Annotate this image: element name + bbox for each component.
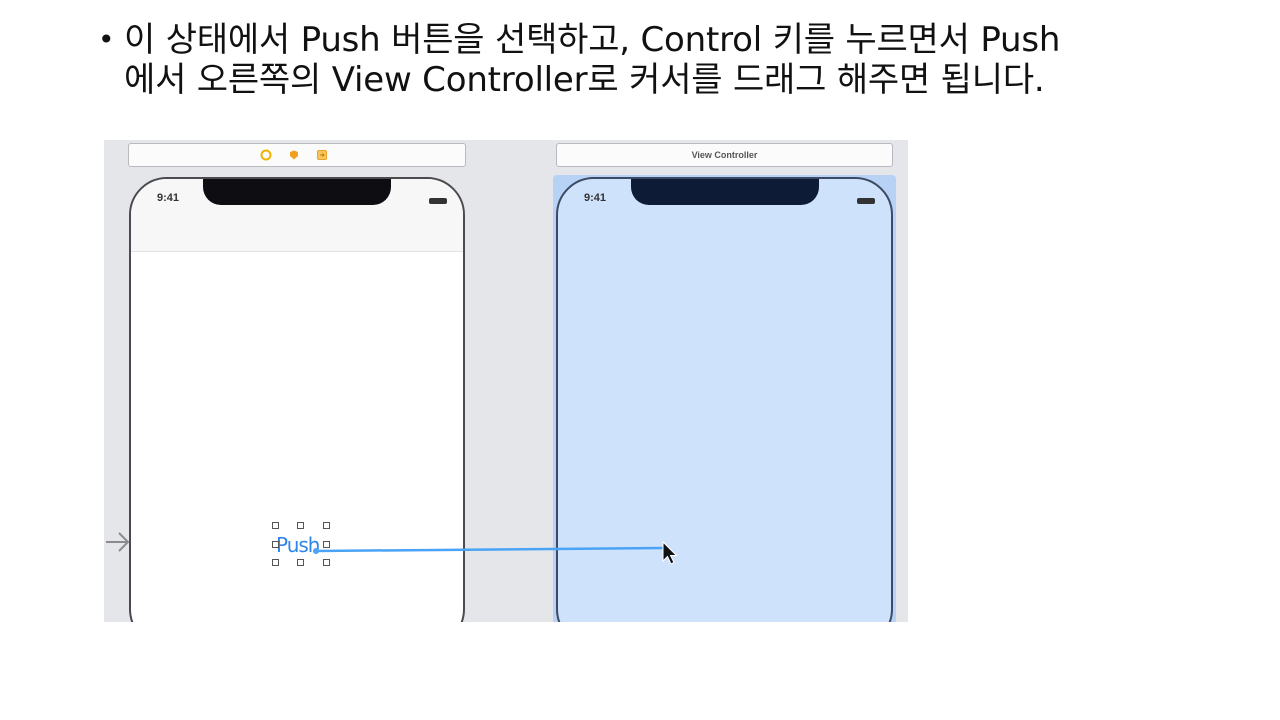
selection-handle[interactable] xyxy=(323,541,330,548)
view-controller-icon[interactable] xyxy=(260,149,272,161)
battery-icon xyxy=(857,198,875,204)
status-time: 9:41 xyxy=(584,192,607,204)
selection-handle[interactable] xyxy=(272,541,279,548)
storyboard-canvas[interactable]: View Controller 9:41 9:41 Push xyxy=(104,140,908,622)
push-button-label: Push xyxy=(276,533,320,557)
scene-title: View Controller xyxy=(691,150,758,160)
right-view-controller-screen[interactable]: 9:41 xyxy=(556,177,893,622)
selection-handle[interactable] xyxy=(323,522,330,529)
selection-handle[interactable] xyxy=(272,559,279,566)
exit-icon[interactable] xyxy=(316,149,328,161)
right-scene-dock[interactable]: View Controller xyxy=(556,143,893,167)
selection-handle[interactable] xyxy=(297,522,304,529)
instruction-line-1: 이 상태에서 Push 버튼을 선택하고, Control 키를 누르면서 Pu… xyxy=(124,20,1061,60)
device-notch xyxy=(630,179,819,205)
slide-instruction: • 이 상태에서 Push 버튼을 선택하고, Control 키를 누르면서 … xyxy=(98,20,1218,100)
battery-icon xyxy=(429,198,447,204)
instruction-line-2: 에서 오른쪽의 View Controller로 커서를 드래그 해주면 됩니다… xyxy=(124,60,1045,100)
selection-handle[interactable] xyxy=(297,559,304,566)
device-notch xyxy=(203,179,391,205)
bullet-marker: • xyxy=(98,23,115,56)
status-time: 9:41 xyxy=(157,192,180,204)
left-scene-dock[interactable] xyxy=(128,143,466,167)
left-view-controller-screen[interactable]: 9:41 xyxy=(129,177,465,622)
selection-handle[interactable] xyxy=(323,559,330,566)
push-button[interactable]: Push xyxy=(276,532,328,558)
selection-handle[interactable] xyxy=(272,522,279,529)
first-responder-icon[interactable] xyxy=(288,149,300,161)
entry-point-arrow-icon[interactable] xyxy=(106,530,132,554)
